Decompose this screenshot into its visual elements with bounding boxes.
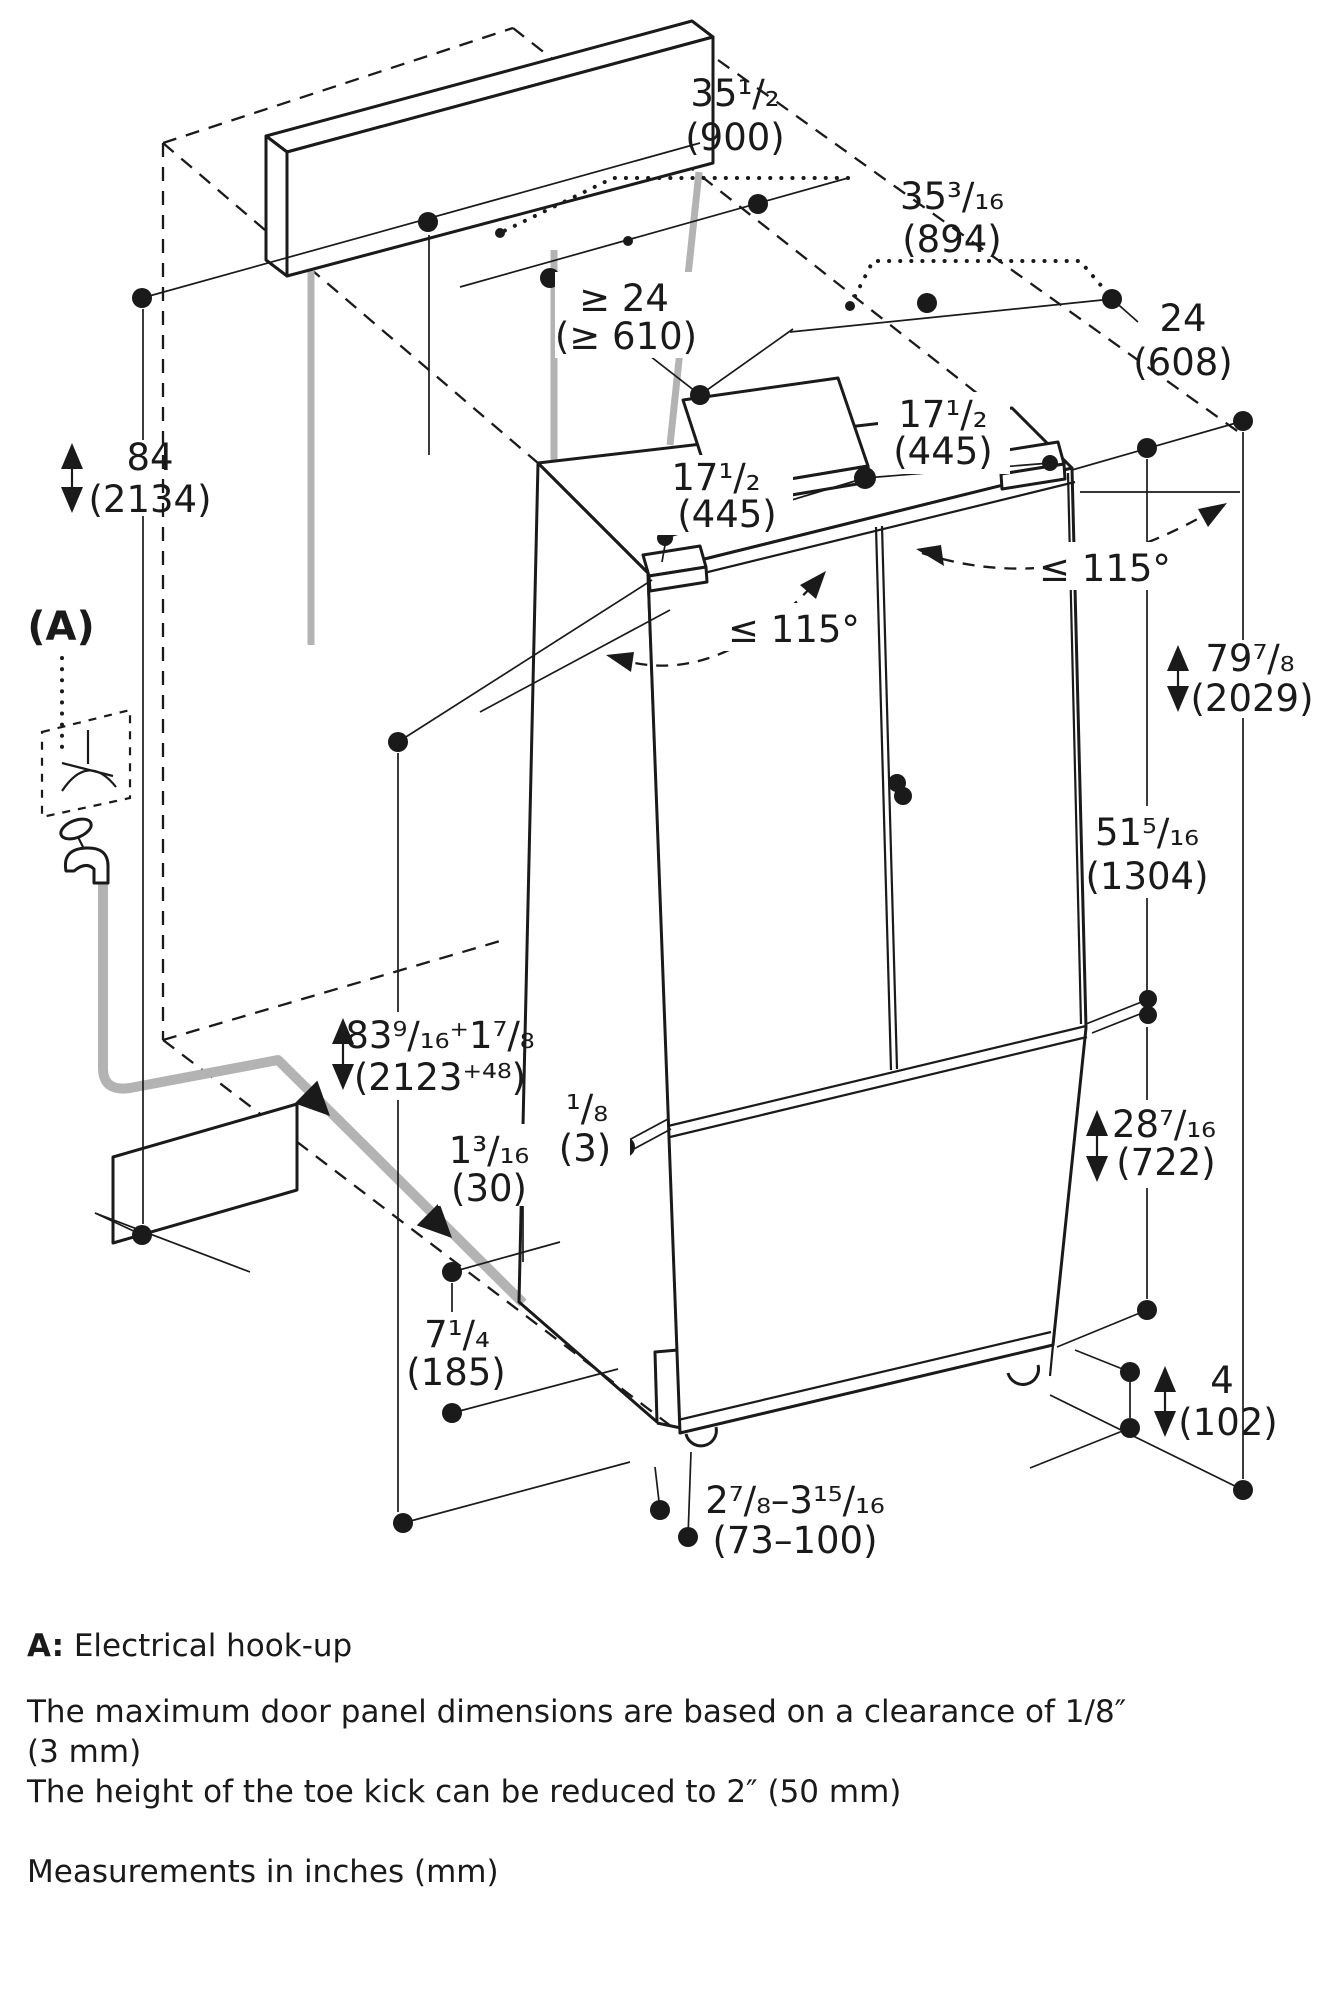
fridge-front-face [646,466,1088,1435]
toe-kick-height-mm: (102) [1178,1401,1278,1444]
note-electrical: A: Electrical hook-up [27,1628,352,1664]
label-backgrounds [438,272,1176,1206]
hookup-height-mm: (185) [406,1351,506,1394]
swing-arrow-icon [606,652,634,672]
note-a-text: Electrical hook-up [64,1628,352,1664]
niche-width-mm: (894) [902,218,1002,261]
adjusted-height-mm: (2123⁺⁴⁸) [354,1056,526,1099]
note-clearance-2: (3 mm) [27,1734,141,1770]
toe-kick-depth-mm: (73–100) [712,1519,877,1562]
marker-a-label: (A) [27,604,95,650]
upper-panel-height-label: 51⁵/₁₆ [1095,811,1199,854]
faucet-icon [59,817,110,885]
double-arrow-icon [1154,1366,1176,1437]
hookup-height-label: 7¹/₄ [424,1313,490,1356]
left-roller-foot [684,1426,718,1448]
double-arrow-icon [332,1018,354,1090]
electrical-outlet-symbol [61,730,117,792]
double-arrow-icon [61,443,83,513]
panel-width-label: 35¹/₂ [690,72,779,115]
toe-kick-depth-label: 2⁷/₈–3¹⁵/₁₆ [705,1479,885,1522]
niche-height-mm: (2134) [88,478,211,521]
niche-height-label: 84 [126,436,173,479]
appliance-height-label: 79⁷/₈ [1205,637,1294,680]
toe-kick-height-label: 4 [1210,1359,1234,1402]
rear-offset-mm: (30) [451,1167,527,1210]
note-units: Measurements in inches (mm) [27,1854,499,1890]
refrigerator-body [517,406,1088,1448]
top-filler-panel [264,19,715,278]
niche-width-label: 35³/₁₆ [900,175,1004,218]
door-swing-left [479,571,826,713]
panel-gap-mm: (3) [559,1127,611,1170]
door-panel-left-label: 17¹/₂ [671,456,760,499]
lower-panel-height-label: 28⁷/₁₆ [1112,1103,1216,1146]
panel-width-mm: (900) [685,116,785,159]
footnotes: A: Electrical hook-up The maximum door p… [26,1628,1126,1890]
right-roller-foot [1006,1364,1041,1386]
upper-panel-height-mm: (1304) [1085,855,1208,898]
min-depth-label: ≥ 24 [579,277,669,320]
appliance-height-mm: (2029) [1190,677,1313,720]
dimension-labels: 35¹/₂ (900) 35³/₁₆ (894) ≥ 24 (≥ 610) 24… [88,72,1313,1562]
door-panel-left-mm: (445) [677,493,777,536]
flow-arrow-icon [294,1080,331,1117]
swing-arrow-icon [800,571,826,599]
min-depth-mm: (≥ 610) [555,315,697,358]
dimension-lines [94,142,1244,1538]
baseboard-block [111,1102,299,1245]
floor-line [94,1212,251,1273]
double-arrow-icon [1086,1110,1108,1182]
swing-left-label: ≤ 115° [728,608,860,651]
flow-arrow-icon [416,1202,453,1239]
note-toe-kick: The height of the toe kick can be reduce… [26,1774,901,1810]
door-panel-right-label: 17¹/₂ [898,393,987,436]
door-drawer-gap [667,1024,1088,1139]
note-a-prefix: A: [27,1628,64,1664]
lower-panel-height-mm: (722) [1116,1141,1216,1184]
double-arrow-icon [1167,645,1189,712]
dimension-arrows [61,443,1189,1437]
rear-offset-label: 1³/₁₆ [449,1129,530,1172]
swing-arrow-icon [916,545,944,566]
panel-gap-label: ¹/₈ [566,1087,608,1130]
swing-arrow-icon [1198,503,1227,527]
door-center-gap [874,525,899,1071]
depth-label: 24 [1159,297,1206,340]
electrical-hookup-marker: (A) [27,604,132,819]
swing-right-label: ≤ 115° [1039,547,1171,590]
adjusted-height-label: 83⁹/₁₆⁺1⁷/₈ [345,1014,534,1057]
door-panel-right-mm: (445) [893,430,993,473]
left-door-panel-top [641,544,709,593]
note-clearance-1: The maximum door panel dimensions are ba… [26,1694,1126,1730]
water-hose [98,884,527,1307]
electrical-outlet-box [40,708,132,819]
drawer-bottom-edge [677,1330,1052,1422]
depth-mm: (608) [1133,341,1233,384]
